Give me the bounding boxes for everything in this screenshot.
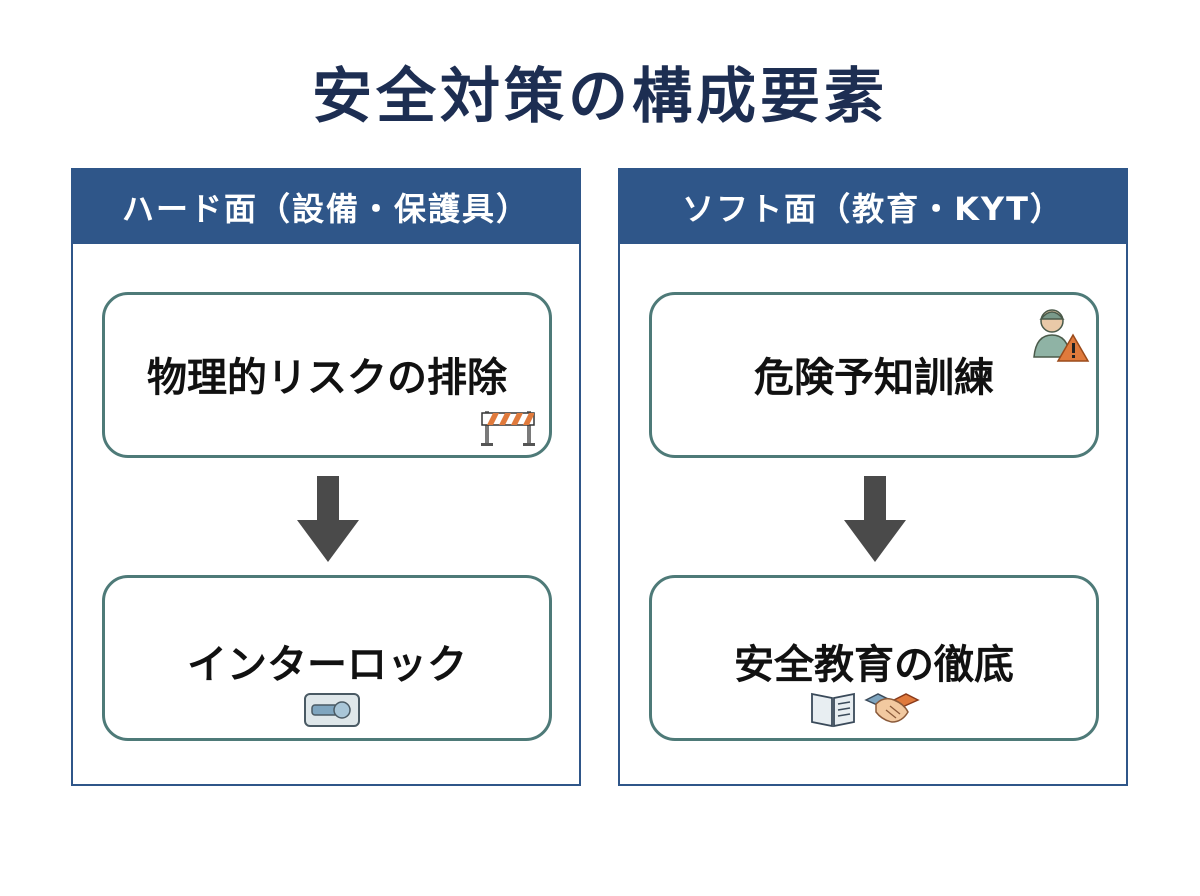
hardware-panel-header: ハード面（設備・保護具） [73,170,579,244]
safety-education-label: 安全教育の徹底 [734,642,1014,688]
interlock-key-icon [304,693,360,727]
worker-warning-icon [1033,309,1090,362]
handshake-icon [864,693,920,723]
page-title: 安全対策の構成要素 [312,62,888,132]
software-panel-header: ソフト面（教育・KYT） [620,170,1126,244]
software-flow-arrow [844,476,906,562]
safety-education-box: 安全教育の徹底 [649,575,1099,741]
hardware-flow-arrow [297,476,359,562]
book-icon [811,692,855,728]
kyt-box: 危険予知訓練 [649,292,1099,458]
kyt-label: 危険予知訓練 [754,355,994,401]
interlock-box: インターロック [102,575,552,741]
barrier-icon [481,411,535,446]
software-panel: ソフト面（教育・KYT） 危険予知訓練 安全教育の徹底 [618,168,1128,786]
physical-risk-label: 物理的リスクの排除 [147,355,507,401]
hardware-panel: ハード面（設備・保護具） 物理的リスクの排除 インターロック [71,168,581,786]
physical-risk-box: 物理的リスクの排除 [102,292,552,458]
interlock-label: インターロック [187,642,467,688]
